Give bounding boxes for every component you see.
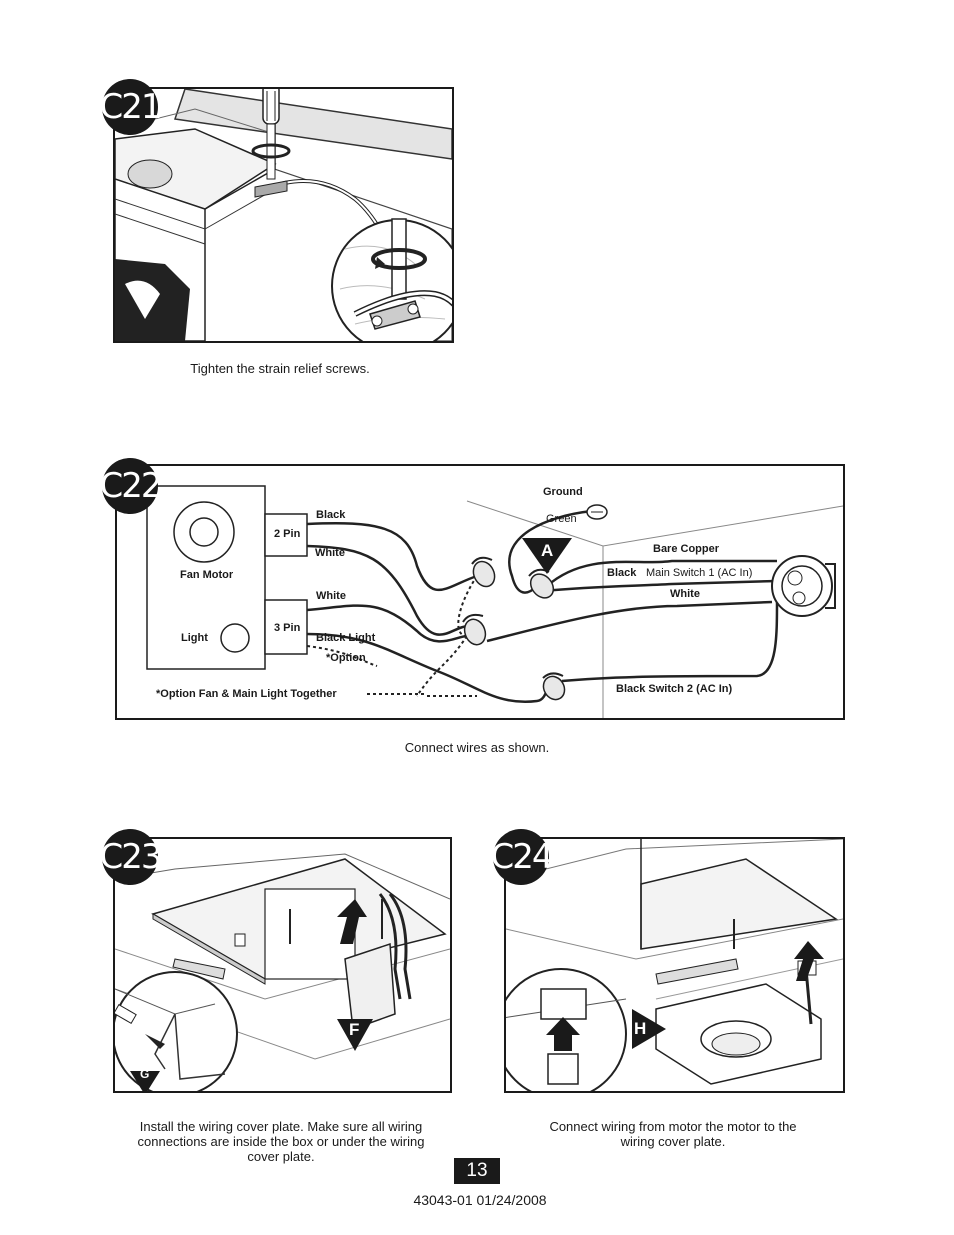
ground-label: Ground [543, 486, 583, 498]
step-badge-c21: C21 [100, 79, 163, 135]
c21-drawing [115, 89, 452, 341]
green-label: Green [546, 513, 577, 525]
fan-motor-label: Fan Motor [180, 569, 234, 581]
step-badge-c24: C24 [491, 829, 554, 885]
pin3-label: 3 Pin [274, 622, 301, 634]
c21-caption: Tighten the strain relief screws. [190, 361, 370, 376]
bare-copper-label: Bare Copper [653, 543, 720, 555]
step-badge-c23: C23 [100, 829, 163, 885]
c24-drawing [506, 839, 843, 1091]
marker-g: G [140, 1067, 150, 1081]
c23-drawing [115, 853, 450, 1091]
c23-caption: Install the wiring cover plate. Make sur… [137, 1119, 425, 1164]
document-id: 43043-01 01/24/2008 [413, 1192, 547, 1208]
wire-option-label: *Option [326, 652, 366, 664]
c22-wires [146, 485, 843, 718]
pin2-label: 2 Pin [274, 528, 301, 540]
wire-white-right-label: White [670, 588, 700, 600]
page-number: 13 [454, 1158, 500, 1184]
marker-h: H [634, 1019, 647, 1038]
marker-a: A [541, 541, 554, 560]
wire-black-light-label: Black Light [316, 632, 376, 644]
marker-f: F [349, 1020, 360, 1039]
c22-wiring-diagram: Fan Motor Light 2 Pin 3 Pin Black White … [115, 464, 845, 720]
wire-white-mid-label: White [316, 590, 346, 602]
c24-caption: Connect wiring from motor the motor to t… [549, 1119, 797, 1149]
light-label: Light [181, 632, 208, 644]
switch2-label: Black Switch 2 (AC In) [616, 683, 733, 695]
wire-white-top-label: White [315, 547, 345, 559]
option-note-label: *Option Fan & Main Light Together [156, 688, 337, 700]
switch1-black-label: Black [607, 567, 637, 579]
c21-illustration [113, 87, 454, 343]
c23-illustration: F G [113, 837, 452, 1093]
c24-illustration: H [504, 837, 845, 1093]
wire-black-label: Black [316, 509, 346, 521]
step-badge-c22: C22 [100, 458, 163, 514]
switch1-label: Main Switch 1 (AC In) [646, 567, 753, 579]
c22-caption: Connect wires as shown. [404, 740, 550, 755]
